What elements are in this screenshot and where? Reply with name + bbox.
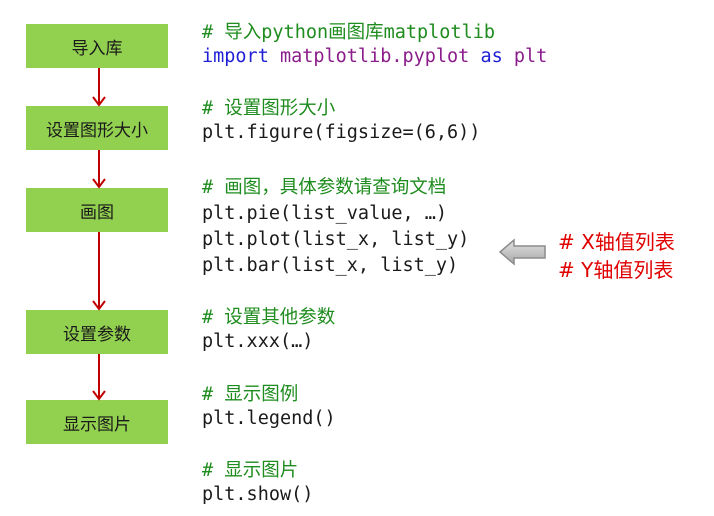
flow-arrow-1 (92, 68, 106, 107)
code-line-show: plt.show() (202, 484, 314, 505)
keyword-as: as (480, 46, 503, 67)
module-alias: plt (513, 46, 548, 67)
code-line-bar: plt.bar(list_x, list_y) (202, 255, 459, 276)
note-x-values: # X轴值列表 (558, 230, 675, 254)
flow-arrow-2 (92, 150, 106, 189)
flow-arrow-3 (92, 232, 106, 311)
code-comment-draw: # 画图，具体参数请查询文档 (202, 177, 447, 198)
flow-step-show: 显示图片 (26, 400, 168, 444)
code-line-plot: plt.plot(list_x, list_y) (202, 229, 470, 250)
code-line-figure: plt.figure(figsize=(6,6)) (202, 122, 481, 143)
code-line-xxx: plt.xxx(…) (202, 331, 314, 352)
code-comment-figure: # 设置图形大小 (202, 98, 336, 119)
keyword-import: import (202, 46, 269, 67)
code-comment-params: # 设置其他参数 (202, 307, 336, 328)
code-comment-import: # 导入python画图库matplotlib (202, 22, 495, 43)
flow-step-draw: 画图 (26, 188, 168, 232)
left-block-arrow-icon (498, 238, 546, 266)
code-line-import: import matplotlib.pyplot as plt (202, 45, 547, 69)
flow-step-params: 设置参数 (26, 310, 168, 354)
code-comment-legend: # 显示图例 (202, 384, 299, 405)
flow-arrow-4 (92, 354, 106, 401)
module-name: matplotlib.pyplot (279, 46, 470, 67)
note-y-values: # Y轴值列表 (558, 258, 674, 282)
flow-step-figure-size: 设置图形大小 (26, 106, 168, 150)
code-comment-show: # 显示图片 (202, 460, 299, 481)
code-line-legend: plt.legend() (202, 408, 336, 429)
code-line-pie: plt.pie(list_value, …) (202, 203, 448, 224)
flow-step-import: 导入库 (26, 24, 168, 68)
